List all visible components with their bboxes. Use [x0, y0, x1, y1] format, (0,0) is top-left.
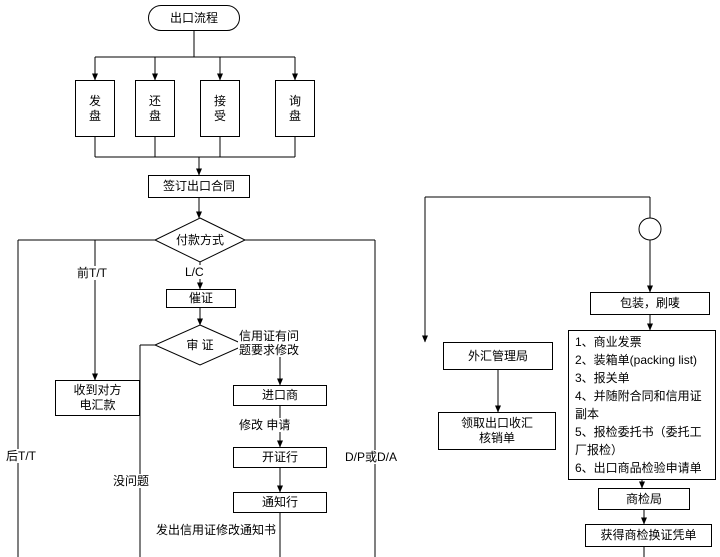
node-inquiry: 询 盘 [275, 80, 315, 137]
flow-edges [17, 31, 653, 557]
decision-examine-lc-shape [153, 324, 247, 366]
document-item: 4、并随附合同和信用证副本 [575, 389, 702, 421]
node-receive-remittance: 收到对方 电汇款 [55, 380, 140, 416]
edge-label-no-problem: 没问题 [112, 474, 151, 488]
node-accept: 接 受 [200, 80, 240, 137]
document-item: 1、商业发票 [575, 335, 642, 349]
document-item: 2、装箱单(packing list) [575, 353, 698, 367]
edge-label-amendment-request: 修改 申请 [238, 418, 292, 432]
decision-payment-method-shape [153, 217, 247, 263]
node-offer: 发 盘 [75, 80, 115, 137]
node-verification-form: 领取出口收汇 核销单 [438, 412, 556, 450]
document-item: 3、报关单 [575, 371, 630, 385]
node-importer: 进口商 [233, 385, 327, 406]
edge-label-lc-problem: 信用证有问 题要求修改 [238, 329, 334, 357]
documents-list-box: 1、商业发票 2、装箱单(packing list) 3、报关单 4、并随附合同和信用… [568, 330, 716, 480]
edge-label-issue-amendment-notice: 发出信用证修改通知书 [155, 523, 278, 537]
node-advising-bank: 通知行 [233, 492, 327, 513]
node-inspection-bureau: 商检局 [598, 488, 690, 510]
node-forex-bureau: 外汇管理局 [443, 342, 553, 370]
node-start: 出口流程 [148, 5, 240, 31]
edge-label-lc: L/C [184, 265, 205, 279]
node-inspection-voucher: 获得商检换证凭单 [585, 524, 712, 547]
node-issuing-bank: 开证行 [233, 447, 327, 468]
node-packing-marking: 包装，刷唛 [590, 292, 710, 315]
connector-circle [638, 217, 662, 241]
edge-label-post-tt: 后T/T [5, 449, 37, 463]
document-item: 6、出口商品检验申请单 [575, 461, 702, 475]
decision-examine-lc-label: 审 证 [186, 338, 214, 352]
node-counter-offer: 还 盘 [135, 80, 175, 137]
edge-label-dp-da: D/P或D/A [344, 450, 399, 464]
edge-label-pre-tt: 前T/T [76, 266, 108, 280]
document-item: 5、报检委托书（委托工厂报检） [575, 425, 702, 457]
decision-payment-method-label: 付款方式 [175, 233, 224, 247]
node-sign-contract: 签订出口合同 [148, 175, 250, 198]
node-urge-lc: 催证 [166, 289, 236, 308]
